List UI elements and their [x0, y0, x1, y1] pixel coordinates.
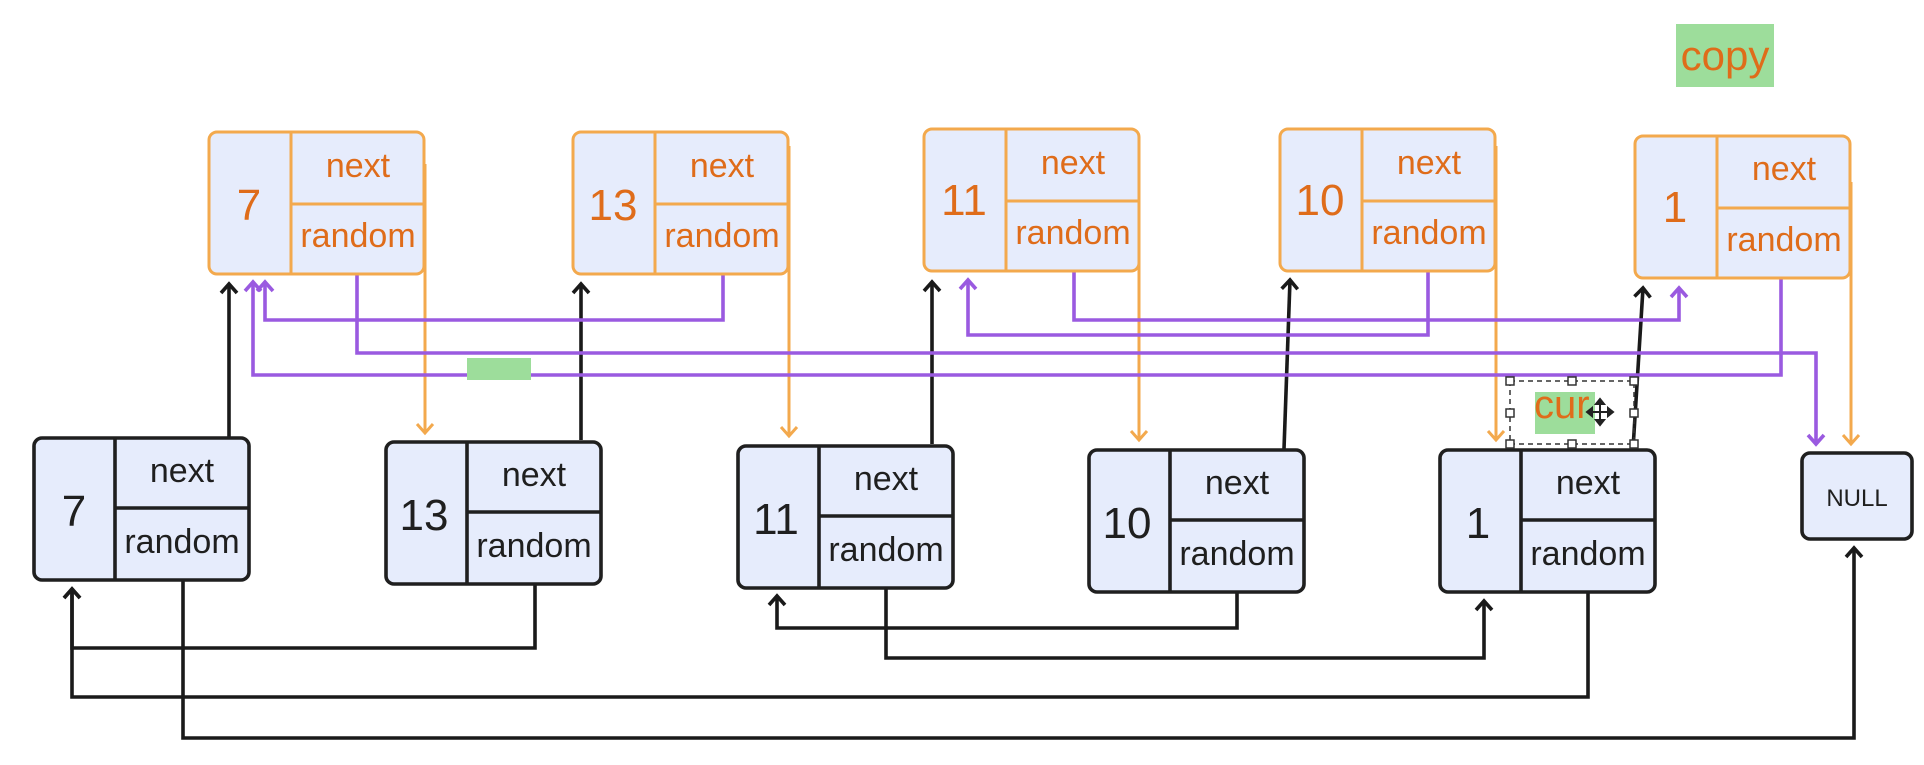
node-value: 13 — [589, 181, 638, 230]
copy10-random-to-copy11 — [958, 264, 1430, 337]
node-value: 1 — [1466, 499, 1490, 548]
random-field: random — [664, 217, 779, 255]
cur-highlight — [1535, 392, 1595, 434]
next-field: next — [1205, 464, 1270, 502]
random-field: random — [1726, 221, 1841, 259]
cur-label: cur — [1534, 383, 1590, 427]
copy-node-1: 1 next random — [1633, 134, 1852, 280]
node-value: 13 — [400, 491, 449, 540]
next-field: next — [150, 452, 215, 490]
random-field: random — [300, 217, 415, 255]
copy-node-13: 13 next random — [571, 130, 790, 276]
copy13-random-to-copy7 — [255, 266, 725, 322]
orig-random-1-to-7 — [62, 583, 1590, 699]
copy1-random-to-copy7 — [243, 270, 1783, 377]
null-node: NULL — [1800, 451, 1914, 541]
next-field: next — [1041, 144, 1106, 182]
copy-node-11: 11 next random — [922, 127, 1141, 273]
original-node-7: 7 next random — [32, 436, 251, 582]
copy-random-pointers — [243, 264, 1826, 447]
next-field: next — [1397, 144, 1462, 182]
random-field: random — [476, 527, 591, 565]
original-random-pointers — [62, 545, 1864, 740]
next-field: next — [690, 147, 755, 185]
node-value: 11 — [941, 176, 987, 225]
node-value: 7 — [62, 487, 86, 536]
random-field: random — [828, 531, 943, 569]
null-label: NULL — [1826, 485, 1887, 512]
copy7-random-to-null — [355, 266, 1826, 447]
node-value: 10 — [1296, 176, 1345, 225]
copy-node-7: 7 next random — [207, 130, 426, 276]
next-field: next — [1556, 464, 1621, 502]
original-node-11: 11 next random — [736, 444, 955, 590]
random-field: random — [1530, 535, 1645, 573]
orig-random-10-to-11 — [767, 591, 1239, 630]
orig1-next-to-copy1 — [1631, 285, 1652, 450]
node-value: 7 — [237, 181, 261, 230]
original-node-13: 13 next random — [384, 440, 603, 586]
next-field: next — [1752, 150, 1817, 188]
orig-next-to-copy-pointers — [219, 277, 1652, 464]
random-field: random — [1371, 214, 1486, 252]
copy-node-10: 10 next random — [1278, 127, 1497, 273]
copy-label-box: copy — [1676, 24, 1774, 87]
orig-random-13-to-7 — [62, 583, 537, 650]
next-field: next — [502, 456, 567, 494]
move-cursor-icon — [1585, 397, 1615, 427]
next-field: next — [854, 460, 919, 498]
node-value: 10 — [1103, 499, 1152, 548]
original-node-10: 10 next random — [1087, 448, 1306, 594]
orig-random-11-to-1 — [884, 576, 1494, 660]
original-node-1: 1 next random — [1438, 448, 1657, 594]
copy11-random-to-copy1 — [1072, 264, 1689, 322]
random-field: random — [1015, 214, 1130, 252]
highlight-marker — [467, 358, 531, 380]
random-field: random — [124, 523, 239, 561]
node-value: 11 — [753, 495, 799, 544]
random-field: random — [1179, 535, 1294, 573]
next-field: next — [326, 147, 391, 185]
orig10-next-to-copy10 — [1280, 277, 1300, 450]
cur-label-group[interactable]: cur — [1505, 376, 1639, 449]
node-value: 1 — [1663, 183, 1687, 232]
orig-random-7-to-null — [181, 545, 1864, 740]
copy-label: copy — [1681, 32, 1770, 79]
selection-handles[interactable] — [1505, 376, 1639, 449]
